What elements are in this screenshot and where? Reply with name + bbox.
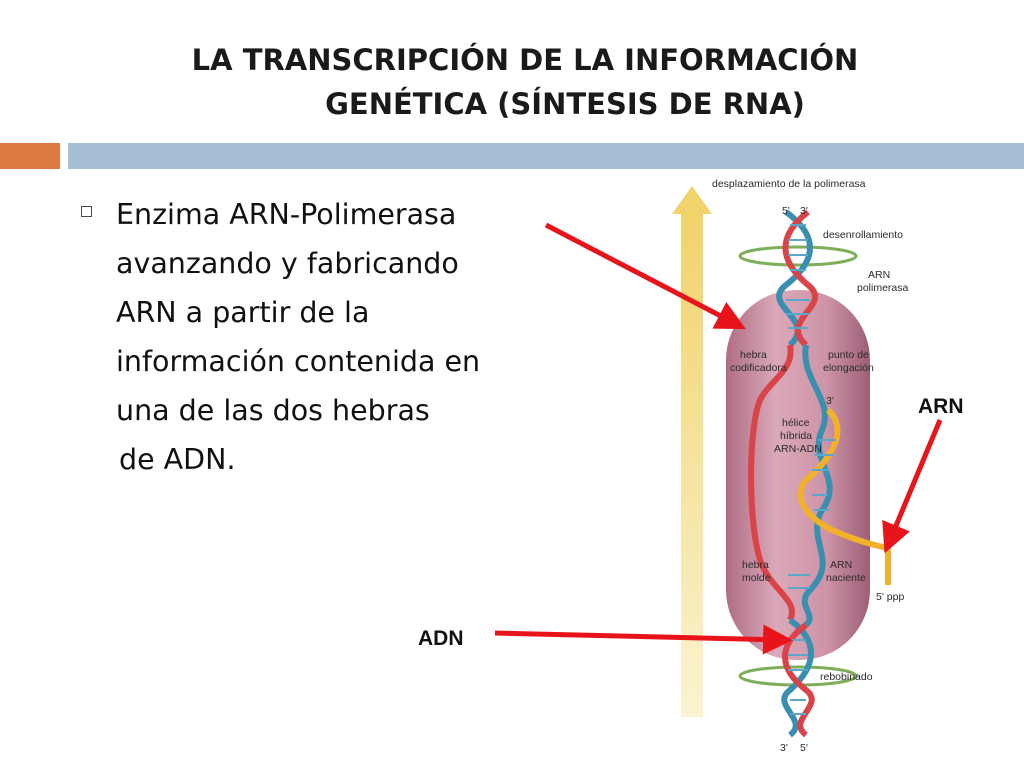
arrow-to-polymerase (544, 222, 746, 330)
label-nascent-1: ARN (830, 559, 852, 571)
label-elongation-2: elongación (823, 362, 874, 374)
bullet-line-4: información contenida en (116, 345, 481, 378)
label-elongation-3prime: 3' (826, 395, 834, 407)
bullet-line-5: una de las dos hebras (116, 394, 430, 427)
label-nascent-2: naciente (826, 572, 866, 584)
slide-title: LA TRANSCRIPCIÓN DE LA INFORMACIÓN GENÉT… (130, 38, 920, 126)
label-coding-2: codificadora (730, 362, 787, 374)
bullet-line-3: ARN a partir de la (116, 296, 370, 329)
arrow-to-rna (882, 419, 943, 554)
nascent-rna (797, 407, 891, 585)
arrow-to-dna (494, 624, 793, 655)
accent-bar-orange (0, 143, 60, 169)
label-hybrid-1: hélice (782, 417, 810, 429)
rna-polymerase-body (726, 290, 870, 660)
bullet-line-6: de ADN. (119, 443, 236, 476)
label-bottom-5: 5' (800, 742, 808, 754)
title-line-2: GENÉTICA (SÍNTESIS DE RNA) (325, 87, 805, 121)
bullet-line-1: Enzima ARN-Polimerasa (116, 198, 457, 231)
label-5ppp: 5' ppp (876, 591, 904, 603)
label-displacement: desplazamiento de la polimerasa (712, 178, 866, 190)
label-rewinding: rebobinado (820, 671, 873, 683)
label-unwinding: desenrollamiento (823, 229, 903, 241)
label-template-2: molde (742, 572, 771, 584)
label-bottom-3: 3' (780, 742, 788, 754)
label-adn: ADN (418, 627, 464, 650)
title-line-1: LA TRANSCRIPCIÓN DE LA INFORMACIÓN (191, 43, 859, 77)
bullet-square-icon (81, 206, 92, 217)
label-polymerase-1: ARN (868, 269, 890, 281)
label-top-3: 3' (800, 205, 808, 217)
label-coding-1: hebra (740, 349, 767, 361)
dna-helix-top (776, 209, 818, 348)
template-strand (801, 344, 833, 628)
label-arn: ARN (918, 395, 964, 418)
unwinding-ring (738, 245, 858, 267)
label-template-1: hebra (742, 559, 769, 571)
bullet-line-2: avanzando y fabricando (116, 247, 459, 280)
label-polymerase-2: polimerasa (857, 282, 909, 294)
displacement-arrow-shaft (681, 212, 703, 717)
accent-bar-blue (68, 143, 1024, 169)
label-elongation-1: punto de (828, 349, 869, 361)
label-top-5: 5' (782, 205, 790, 217)
hybrid-base-pairs (812, 439, 836, 511)
label-hybrid-3: ARN-ADN (774, 443, 822, 455)
displacement-arrow (672, 186, 712, 717)
bullet-text: Enzima ARN-Polimerasa avanzando y fabric… (116, 190, 546, 484)
label-hybrid-2: híbrida (780, 430, 812, 442)
coding-strand (748, 344, 795, 622)
displacement-arrow-head (672, 186, 712, 214)
